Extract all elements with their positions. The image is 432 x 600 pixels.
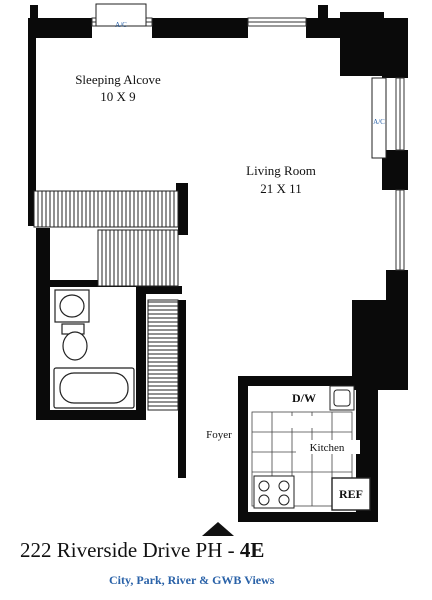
kitchen-label: Kitchen: [310, 442, 345, 454]
ac-label-right: A/C: [373, 118, 385, 126]
foyer-label: Foyer: [206, 429, 232, 441]
sleeping-alcove-label: Sleeping Alcove: [75, 72, 161, 87]
views-caption: City, Park, River & GWB Views: [109, 573, 275, 587]
entry-arrow: [202, 522, 234, 536]
bath-closet: [147, 299, 179, 411]
address-caption: 222 Riverside Drive PH - 4E: [20, 538, 264, 563]
kitchen: REF D/W Kitchen: [251, 385, 371, 511]
ac-label-top: A/C: [115, 21, 127, 29]
toilet-bowl: [62, 331, 88, 361]
living-room-label: Living Room: [246, 163, 316, 178]
sleeping-alcove-size: 10 X 9: [100, 89, 135, 104]
stove: [253, 475, 295, 509]
alcove-closet: [33, 190, 179, 228]
bathroom: [53, 289, 135, 409]
ac-unit-top: A/C: [95, 3, 147, 29]
refrigerator: [331, 477, 371, 511]
unit-number: 4E: [239, 538, 265, 562]
address-text: 222 Riverside Drive PH -: [20, 538, 240, 562]
living-room-size: 21 X 11: [260, 181, 301, 196]
ac-unit-right: A/C: [371, 77, 387, 159]
dw-label: D/W: [292, 391, 316, 405]
hall-closet: [97, 229, 179, 287]
ref-label: REF: [339, 487, 363, 501]
